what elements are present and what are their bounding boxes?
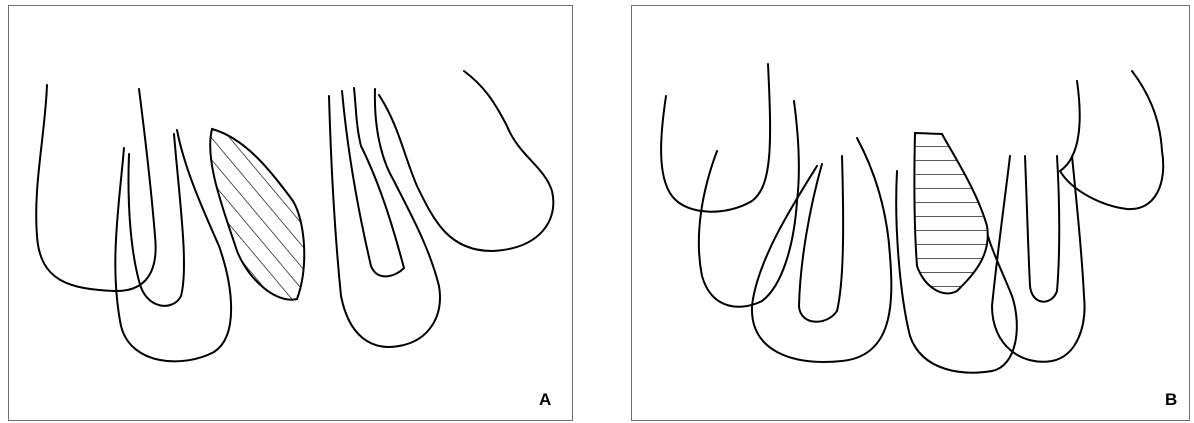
root-canal-line xyxy=(1025,156,1059,302)
hatched-region-a xyxy=(210,129,304,300)
tooth-outline xyxy=(36,85,155,291)
root-canal-line xyxy=(128,134,184,306)
panel-b-drawing xyxy=(632,6,1191,422)
panel-b: B xyxy=(631,5,1190,421)
tooth-outline xyxy=(379,71,553,251)
panel-a-drawing xyxy=(9,6,574,422)
root-canal-line xyxy=(799,156,843,322)
tooth-outline xyxy=(992,156,1085,362)
tooth-outline xyxy=(1060,71,1163,209)
panel-a: A xyxy=(8,5,573,421)
panel-label-a: A xyxy=(539,390,551,410)
panel-label-b: B xyxy=(1165,390,1177,410)
hatched-region-b xyxy=(914,133,987,293)
tooth-outline xyxy=(752,138,891,362)
tooth-outline xyxy=(661,64,770,212)
